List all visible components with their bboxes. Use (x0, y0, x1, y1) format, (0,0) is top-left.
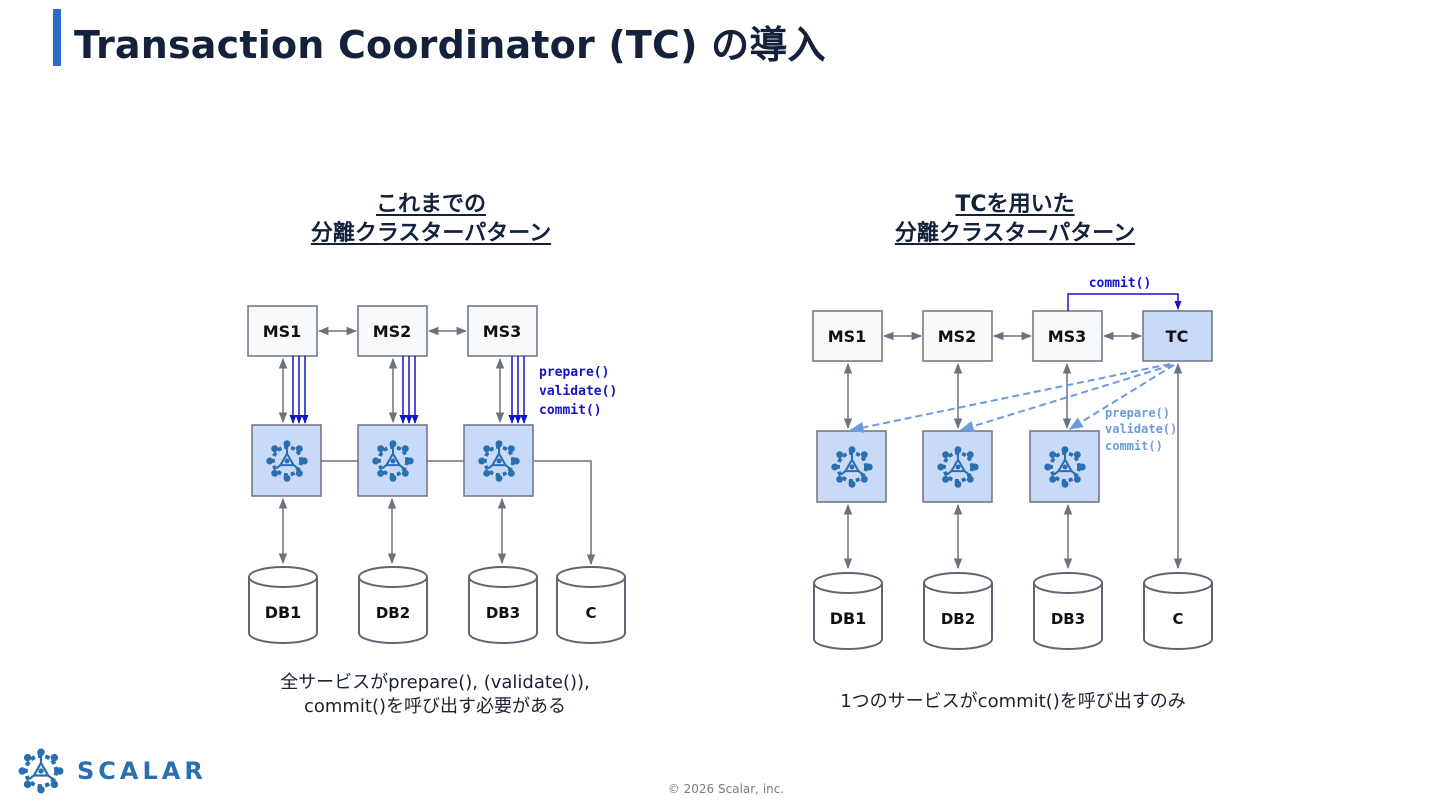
scalar-node-icon (264, 438, 310, 484)
database-label: DB1 (830, 609, 867, 628)
right-caption: 1つのサービスがcommit()を呼び出すのみ (840, 691, 1186, 712)
coordinator-link (534, 460, 596, 566)
database: DB3 (468, 566, 538, 644)
scalar-node-icon (1042, 444, 1088, 490)
database-label: C (1172, 610, 1183, 628)
database-label: DB3 (486, 604, 520, 622)
scalar-node-icon (935, 444, 981, 490)
service-label: MS1 (828, 327, 867, 346)
tc-call-label-prepare: prepare() (1105, 406, 1170, 420)
call-label-prepare: prepare() (539, 365, 609, 380)
database-label: DB3 (1051, 610, 1085, 628)
database-label: DB2 (376, 604, 410, 622)
commit-call-label: commit() (1089, 276, 1152, 291)
service-box: MS2 (357, 305, 428, 357)
database: DB3 (1033, 572, 1103, 650)
service-label: MS2 (373, 322, 412, 341)
scalar-node (922, 430, 993, 503)
service-box: MS1 (247, 305, 318, 357)
left-caption-line1: 全サービスがprepare(), (validate()), (280, 672, 590, 693)
left-caption-line2: commit()を呼び出す必要がある (303, 696, 567, 717)
service-label: MS2 (938, 327, 977, 346)
left-heading-line1: これまでの (375, 192, 486, 217)
service-box: MS2 (922, 310, 993, 362)
service-node-link (843, 362, 1072, 430)
scalar-node-icon (829, 444, 875, 490)
logo-wordmark: SCALAR (77, 757, 207, 785)
scalar-node (463, 424, 534, 497)
database-label: DB1 (265, 603, 302, 622)
call-label-validate: validate() (539, 384, 617, 399)
slide-title: Transaction Coordinator (TC) の導入 (74, 23, 826, 67)
right-heading: TCを用いた 分離クラスターパターン (815, 190, 1215, 248)
database: C (1143, 572, 1213, 650)
right-heading-line2: 分離クラスターパターン (894, 221, 1136, 246)
left-panel: MS1 MS2 MS3 (247, 305, 626, 644)
tc-call-label-validate: validate() (1105, 422, 1177, 436)
service-box: MS3 (1032, 310, 1103, 362)
scalar-node (1029, 430, 1100, 503)
service-node-link (278, 357, 505, 424)
database: DB2 (923, 572, 993, 650)
copyright: © 2026 Scalar, inc. (667, 782, 785, 796)
scalar-node (357, 424, 428, 497)
left-heading: これまでの 分離クラスターパターン (231, 190, 631, 248)
right-panel: MS1 MS2 MS3 TC commit() (812, 276, 1213, 650)
call-arrows (289, 356, 528, 424)
scalar-node (251, 424, 322, 497)
title-accent-bar (53, 9, 61, 66)
database-label: DB2 (941, 610, 975, 628)
scalar-logo-icon (18, 748, 64, 794)
left-heading-line2: 分離クラスターパターン (310, 221, 552, 246)
database: DB2 (358, 566, 428, 644)
call-label-commit: commit() (539, 403, 602, 418)
tc-label: TC (1166, 327, 1189, 346)
database: C (556, 566, 626, 644)
service-box: MS1 (812, 310, 883, 362)
database: DB1 (813, 572, 883, 650)
service-label: MS3 (483, 322, 522, 341)
service-label: MS3 (1048, 327, 1087, 346)
tc-box: TC (1142, 310, 1213, 362)
scalar-node (816, 430, 887, 503)
service-label: MS1 (263, 322, 302, 341)
node-db-link (843, 362, 1183, 570)
scalar-node-icon (370, 438, 416, 484)
node-db-link (278, 497, 507, 565)
database: DB1 (248, 566, 318, 644)
tc-call-label-commit: commit() (1105, 439, 1163, 453)
right-heading-line1: TCを用いた (955, 192, 1075, 217)
scalar-node-icon (476, 438, 522, 484)
commit-call-arrow (1067, 293, 1182, 311)
left-caption: 全サービスがprepare(), (validate()), commit()を… (235, 671, 635, 719)
service-box: MS3 (467, 305, 538, 357)
database-label: C (585, 604, 596, 622)
tc-call-arrows (849, 363, 1175, 433)
